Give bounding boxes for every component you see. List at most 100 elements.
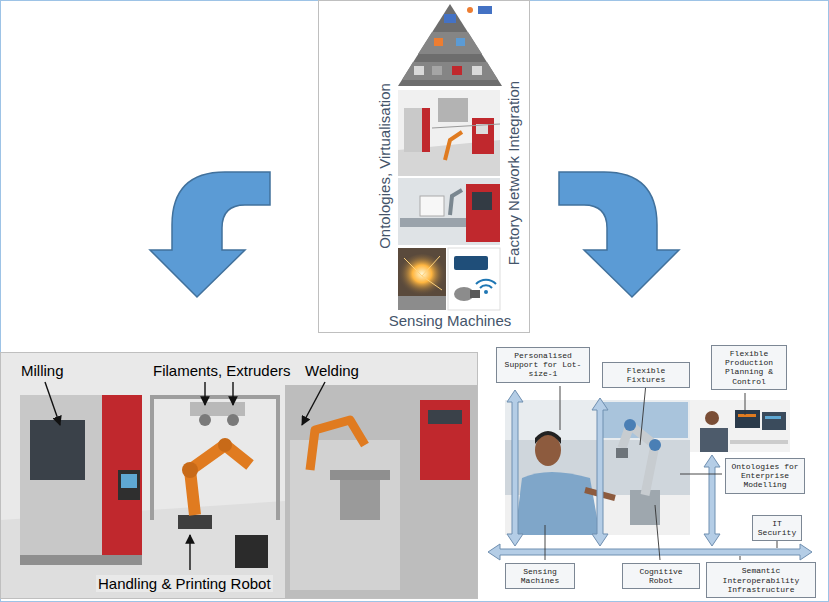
box-label: Sensing Machines: [509, 567, 571, 585]
cell-render-part: [1, 353, 477, 598]
pyramid-picture-part: [432, 66, 442, 75]
curved-block-arrow: [559, 172, 679, 297]
leader-arrow-part: [232, 382, 233, 405]
feature-box: IT Security: [752, 515, 802, 541]
leader-arrow-part: [45, 382, 60, 425]
pyramid-picture-part: [456, 38, 465, 46]
office-photo-part: [735, 410, 760, 428]
sensor-wifi-picture-part: [480, 285, 492, 288]
leader-arrow-part: [302, 382, 325, 425]
cell-render-part: [285, 385, 477, 598]
pyramid-picture: [398, 4, 502, 86]
bus-double-arrow: [488, 390, 812, 560]
feature-box: Flexible Production Planning & Control: [711, 345, 787, 390]
factory-render: [398, 90, 500, 176]
welding-sparks-photo-part: [398, 248, 446, 310]
lab-photo-part: [535, 431, 561, 444]
factory-render-part: [422, 108, 430, 152]
factory-render-part: [404, 108, 422, 152]
cell-render-part: [121, 474, 137, 488]
cell-panel: MillingFilaments, ExtrudersWeldingHandli…: [0, 352, 478, 599]
vertical-label: Factory Network Integration: [505, 81, 522, 265]
lab-photo-part: [624, 419, 636, 431]
cell-render-part: [118, 470, 140, 500]
cell-render-part: [20, 395, 102, 555]
panel-label: Milling: [19, 362, 66, 379]
curved-block-arrow: [150, 172, 270, 297]
factory-render-part: [398, 90, 500, 176]
pyramid-picture-part: [472, 66, 482, 75]
office-photo-part: [762, 412, 786, 430]
leader-line-part: [655, 505, 660, 560]
sensor-wifi-picture: [448, 248, 500, 310]
cell-render-part: [218, 438, 232, 452]
machine-photo-part: [472, 192, 492, 210]
cell-render-part: [428, 410, 462, 424]
cell-render-part: [199, 414, 211, 426]
pyramid-picture-part: [418, 32, 482, 54]
box-label: Cognitive Robot: [626, 567, 696, 585]
leader-line-part: [740, 556, 741, 560]
leader-line-part: [545, 525, 546, 560]
cell-render-part: [20, 555, 142, 565]
box-label: Semantic Interoperability Infrastructure: [710, 566, 812, 594]
pyramid-picture-part: [452, 66, 462, 75]
box-label: Flexible Fixtures: [606, 366, 686, 384]
office-photo-part: [765, 416, 781, 419]
pyramid-picture-part: [444, 14, 456, 23]
office-photo-part: [690, 400, 790, 452]
cell-render-part: [276, 395, 280, 520]
leader-arrow-part: [189, 535, 190, 570]
leader-line-part: [745, 393, 746, 415]
welding-sparks-photo-part: [398, 296, 446, 310]
office-photo-part: [730, 440, 788, 444]
machine-photo-part: [420, 196, 444, 216]
machine-photo: [398, 178, 500, 245]
leader-line-part: [680, 474, 722, 475]
cell-render-part: [190, 402, 245, 416]
cell-render-part: [340, 480, 380, 520]
lab-photo-part: [515, 472, 600, 535]
machine-photo-part: [450, 190, 462, 215]
welding-sparks-photo-part: [404, 258, 422, 276]
office-photo-part: [738, 414, 756, 417]
leader-arrow: [45, 382, 325, 570]
cell-render-part: [190, 445, 250, 515]
factory-render-part: [432, 124, 500, 128]
cell-render-part: [30, 420, 85, 480]
leader-line-part: [560, 386, 561, 430]
pyramid-picture-part: [402, 62, 498, 80]
sensor-wifi-picture-part: [470, 290, 480, 298]
sensor-wifi-picture-part: [484, 290, 488, 294]
sensor-wifi-picture-part: [454, 256, 488, 270]
box-label: Ontologies for Enterprise Modelling: [729, 462, 801, 490]
bus-double-arrow-part: [488, 544, 812, 560]
feature-box: Flexible Fixtures: [602, 362, 690, 388]
feature-box: Semantic Interoperability Infrastructure: [706, 562, 816, 598]
pyramid-picture-part: [398, 4, 502, 86]
cell-render-part: [235, 535, 268, 568]
bus-double-arrow-part: [507, 390, 523, 546]
pyramid-picture-part: [467, 7, 473, 13]
lab-photo-part: [649, 439, 661, 451]
vertical-label: Ontologies, Virtualisation: [376, 83, 393, 249]
welding-sparks-photo: [398, 248, 446, 310]
leader-line-part: [640, 383, 646, 445]
factory-render-part: [438, 98, 468, 122]
cell-render-part: [178, 515, 212, 529]
pyramid-picture-part: [478, 6, 492, 14]
machine-photo-part: [400, 218, 470, 227]
sensor-wifi-picture-part: [476, 280, 496, 284]
bus-double-arrow-part: [592, 398, 608, 546]
office-photo-part: [700, 428, 728, 452]
lab-photo-part: [622, 425, 655, 495]
office-photo-part: [705, 411, 719, 425]
welding-sparks-photo-part: [422, 256, 440, 276]
curved-block-arrow-part: [559, 172, 679, 297]
box-label: Personalised Support for Lot-size-1: [500, 351, 586, 379]
cell-render-part: [227, 414, 239, 426]
machine-photo-part: [398, 178, 500, 245]
